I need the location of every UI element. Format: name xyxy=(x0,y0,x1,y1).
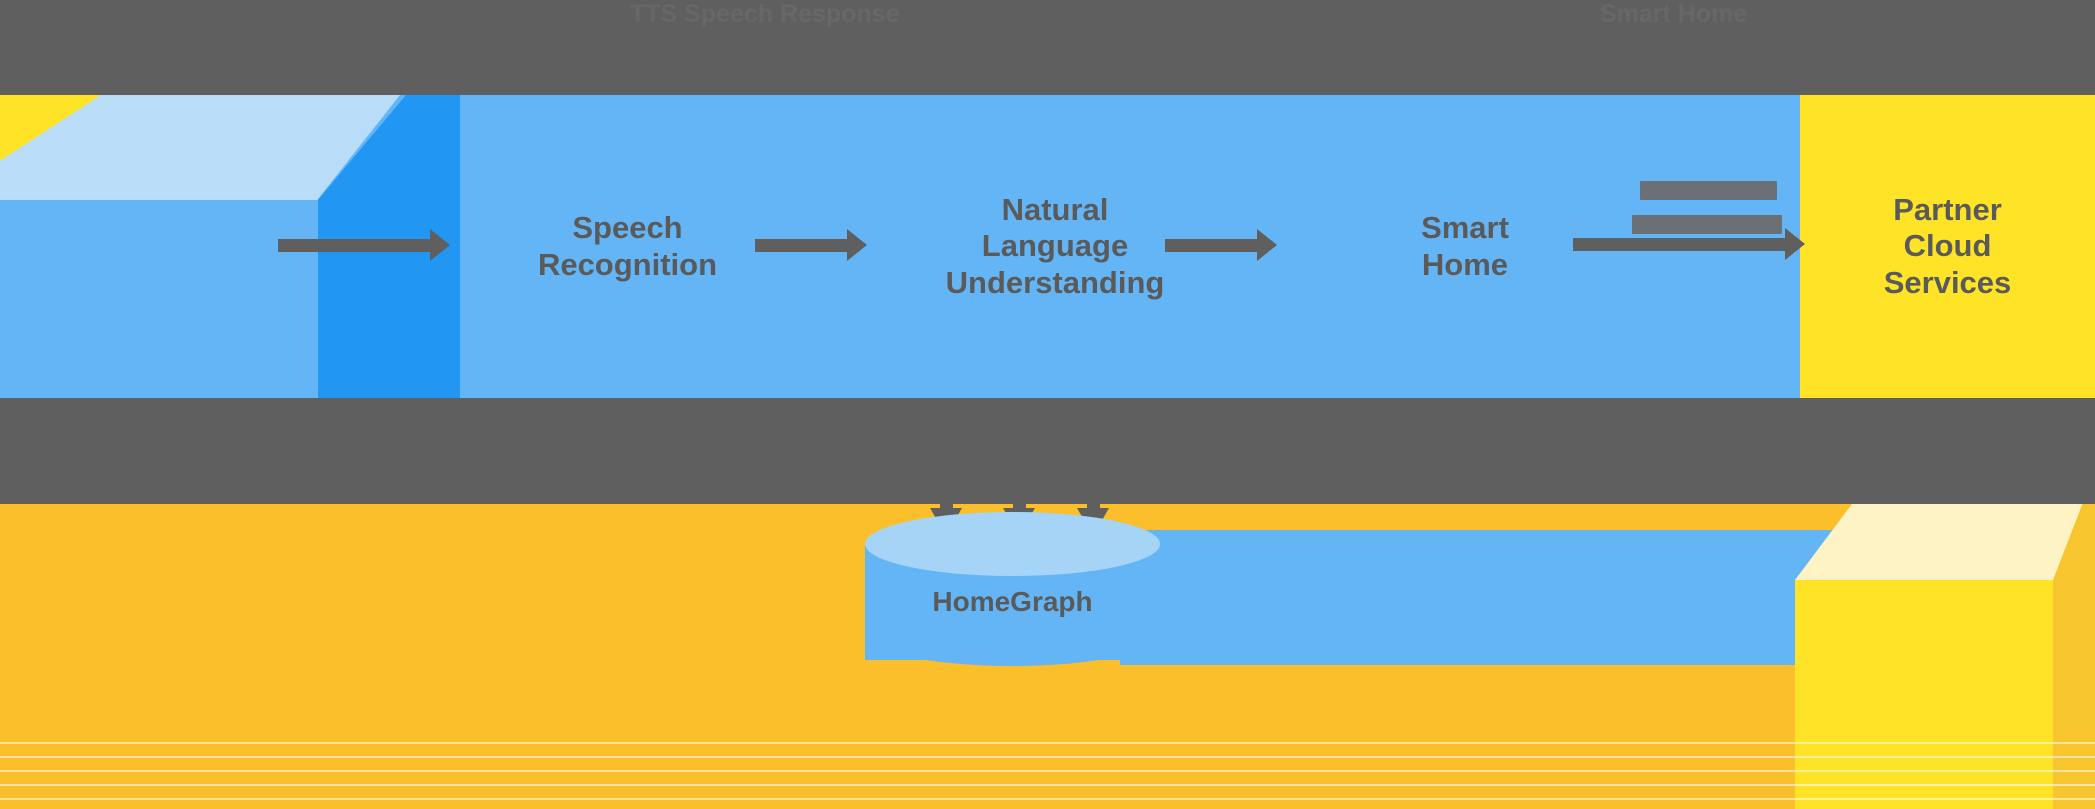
iot-devices-top-face xyxy=(1795,504,2095,580)
artifact-scanline xyxy=(0,798,2095,800)
response-bar-icon xyxy=(1632,215,1782,234)
node-partner-cloud-services[interactable]: Partner Cloud Services xyxy=(1800,95,2095,398)
arrow-smart-home-to-home-graph-1 xyxy=(930,470,962,536)
arrow-smart-home-to-home-graph-2 xyxy=(1003,470,1035,536)
assistant-surface-front-face xyxy=(0,200,318,398)
iot-devices-front-face xyxy=(1795,580,2053,809)
header-caption-right: Smart Home xyxy=(1600,0,1748,28)
band-top-gray xyxy=(0,0,2095,95)
home-graph-cylinder-bottom xyxy=(865,602,1160,666)
artifact-scanline xyxy=(0,756,2095,758)
arrow-nlu-to-smart-home xyxy=(1165,229,1277,261)
artifact-scanline xyxy=(0,770,2095,772)
node-home-graph[interactable]: HomeGraph xyxy=(865,512,1160,692)
artifact-scanline xyxy=(0,784,2095,786)
artifact-scanline xyxy=(0,742,2095,744)
home-graph-cylinder-top xyxy=(865,512,1160,576)
arrow-speech-recognition-to-nlu xyxy=(755,229,867,261)
header-caption-left: TTS Speech Response xyxy=(630,0,900,28)
band-mid-gray xyxy=(0,398,2095,504)
node-iot-devices[interactable]: IoT Device(s) xyxy=(1795,504,2095,809)
partner-cloud-services-label: Partner Cloud Services xyxy=(1883,191,2012,300)
arrow-smart-home-to-home-graph-3 xyxy=(1077,470,1109,536)
request-bar-icon xyxy=(1640,181,1777,200)
arrow-surface-to-speech-recognition xyxy=(278,229,450,261)
arrow-smart-home-to-partner-cloud xyxy=(1573,228,1805,260)
